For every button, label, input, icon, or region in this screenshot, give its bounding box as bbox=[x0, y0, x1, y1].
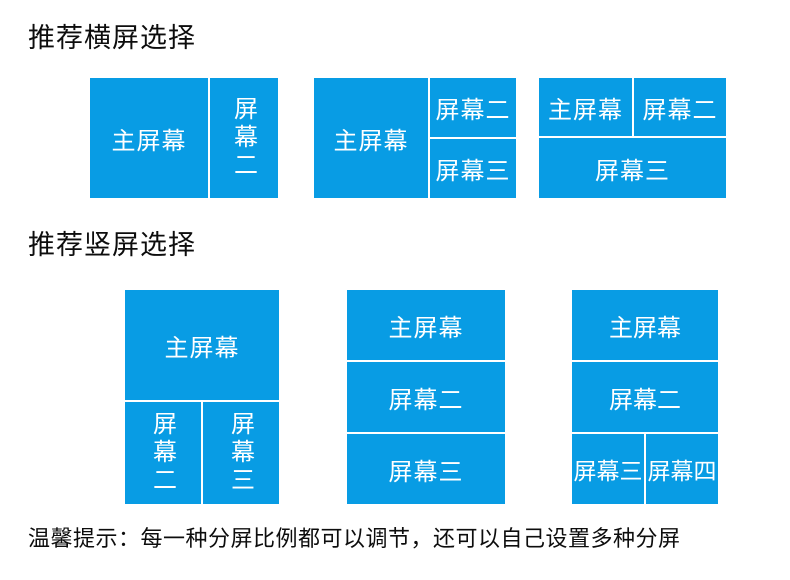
footer-tip-text: 温馨提示：每一种分屏比例都可以调节，还可以自己设置多种分屏 bbox=[28, 527, 681, 552]
cell-main-screen: 主屏幕 bbox=[125, 290, 279, 400]
screen-3-label: 屏幕三 bbox=[435, 157, 511, 185]
cell-screen-3: 屏幕三 bbox=[203, 402, 279, 504]
top-row: 主屏幕 屏幕二 bbox=[539, 78, 726, 136]
screen-4-label: 屏幕四 bbox=[647, 459, 717, 485]
screen-2-label: 屏幕二 bbox=[148, 411, 177, 495]
cell-screen-2: 屏幕二 bbox=[210, 78, 278, 198]
cell-screen-2: 屏幕二 bbox=[634, 78, 726, 136]
portrait-layout-two-rows-bottom-pair: 主屏幕 屏幕二 屏幕三 屏幕四 bbox=[572, 290, 718, 504]
cell-screen-3: 屏幕三 bbox=[430, 139, 516, 198]
main-screen-label: 主屏幕 bbox=[333, 126, 409, 155]
bottom-row: 屏幕二 屏幕三 bbox=[125, 402, 279, 504]
cell-screen-2: 屏幕二 bbox=[430, 78, 516, 137]
screen-3-label: 屏幕三 bbox=[388, 457, 464, 486]
main-screen-label: 主屏幕 bbox=[548, 95, 623, 124]
cell-screen-2: 屏幕二 bbox=[347, 362, 505, 432]
right-column: 屏幕二 屏幕三 bbox=[430, 78, 516, 198]
main-screen-label: 主屏幕 bbox=[388, 313, 464, 342]
cell-main-screen: 主屏幕 bbox=[572, 290, 718, 360]
cell-screen-2: 屏幕二 bbox=[125, 402, 201, 504]
screen-2-label: 屏幕二 bbox=[642, 95, 718, 124]
landscape-section-title: 推荐横屏选择 bbox=[28, 23, 196, 54]
cell-screen-3: 屏幕三 bbox=[572, 434, 644, 504]
screen-2-label: 屏幕二 bbox=[435, 96, 511, 124]
screen-2-label: 屏幕二 bbox=[229, 96, 258, 180]
main-screen-label: 主屏幕 bbox=[609, 313, 681, 342]
cell-main-screen: 主屏幕 bbox=[539, 78, 632, 136]
portrait-layout-three-rows: 主屏幕 屏幕二 屏幕三 bbox=[347, 290, 505, 504]
main-screen-label: 主屏幕 bbox=[111, 126, 187, 155]
portrait-layout-main-plus-bottom-pair: 主屏幕 屏幕二 屏幕三 bbox=[125, 290, 279, 504]
cell-screen-2: 屏幕二 bbox=[572, 362, 718, 432]
portrait-section-title: 推荐竖屏选择 bbox=[28, 230, 196, 261]
cell-main-screen: 主屏幕 bbox=[314, 78, 428, 198]
screen-3-label: 屏幕三 bbox=[573, 459, 643, 485]
cell-screen-3: 屏幕三 bbox=[539, 138, 726, 198]
screen-3-label: 屏幕三 bbox=[226, 411, 255, 495]
screen-2-label: 屏幕二 bbox=[388, 385, 464, 414]
landscape-layout-main-plus-right: 主屏幕 屏幕二 bbox=[90, 78, 278, 198]
cell-main-screen: 主屏幕 bbox=[90, 78, 208, 198]
cell-screen-3: 屏幕三 bbox=[347, 434, 505, 504]
screen-2-label: 屏幕二 bbox=[609, 385, 681, 414]
cell-main-screen: 主屏幕 bbox=[347, 290, 505, 360]
landscape-layout-main-plus-two-right: 主屏幕 屏幕二 屏幕三 bbox=[314, 78, 516, 198]
bottom-row: 屏幕三 屏幕四 bbox=[572, 434, 718, 504]
screen-3-label: 屏幕三 bbox=[595, 156, 670, 185]
landscape-layout-pair-top-full-bottom: 主屏幕 屏幕二 屏幕三 bbox=[539, 78, 726, 198]
main-screen-label: 主屏幕 bbox=[164, 333, 240, 362]
cell-screen-4: 屏幕四 bbox=[646, 434, 718, 504]
